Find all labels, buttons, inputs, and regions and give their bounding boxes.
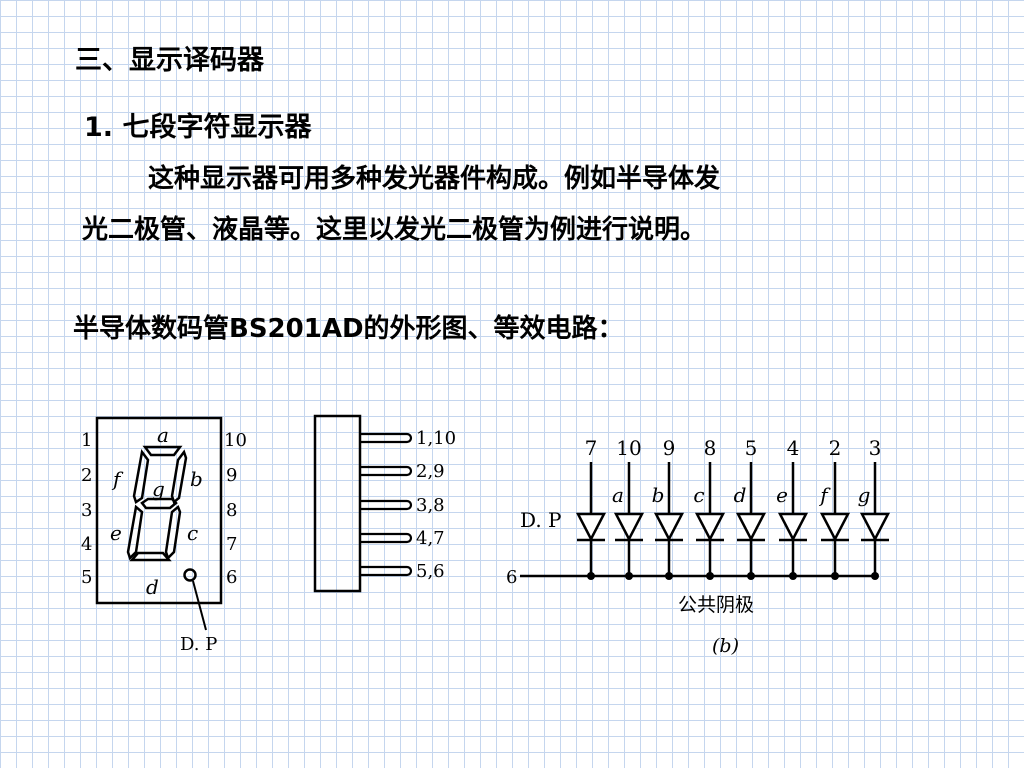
right-pin-6: 6	[226, 567, 237, 588]
side-pin-3	[360, 499, 413, 511]
circuit-dp-label: D. P	[520, 508, 562, 532]
circuit-pin-number: 3	[869, 436, 882, 460]
segment-label-b: b	[190, 467, 203, 491]
description-line-2: 光二极管、液晶等。这里以发光二极管为例进行说明。	[82, 215, 707, 245]
segment-label-e: e	[110, 521, 122, 545]
diode-triangle	[777, 512, 809, 542]
circuit-segment-label: e	[776, 483, 788, 507]
segment-b-shape	[170, 449, 188, 505]
subsection-title: 1. 七段字符显示器	[84, 112, 312, 143]
decimal-point-dot	[183, 568, 197, 582]
diode-triangle	[613, 512, 645, 542]
right-pin-10: 10	[224, 430, 247, 451]
side-view: 1,10 2,9 3,8 4,7 5,6	[313, 414, 456, 593]
segment-label-d: d	[146, 575, 159, 599]
side-pin-label-1: 1,10	[416, 428, 456, 449]
segment-g-shape	[140, 497, 178, 510]
side-pin-1	[360, 432, 413, 444]
left-pin-1: 1	[81, 430, 92, 451]
circuit-pin-number: 4	[787, 436, 800, 460]
side-pin-label-3: 3,8	[416, 495, 445, 516]
circuit-segment-label: a	[612, 483, 624, 507]
side-pin-label-2: 2,9	[416, 461, 445, 482]
right-pin-7: 7	[226, 534, 237, 555]
circuit-caption: (b)	[712, 635, 739, 657]
diode-triangle	[819, 512, 851, 542]
left-pin-4: 4	[81, 534, 92, 555]
side-pin-2	[360, 465, 413, 477]
side-pin-4	[360, 532, 413, 544]
diode-triangle	[735, 512, 767, 542]
segment-a-shape	[142, 445, 183, 457]
left-pin-3: 3	[81, 500, 92, 521]
figure-caption: 半导体数码管BS201AD的外形图、等效电路：	[73, 314, 624, 344]
segment-e-shape	[126, 504, 144, 561]
side-pin-label-5: 5,6	[416, 561, 445, 582]
diode-triangle	[694, 512, 726, 542]
common-pin-number: 6	[506, 567, 517, 588]
display-body	[95, 416, 223, 605]
diode-triangle	[653, 512, 685, 542]
right-pin-8: 8	[226, 500, 237, 521]
section-title: 三、显示译码器	[75, 45, 264, 76]
diode-triangle	[859, 512, 891, 542]
left-pin-5: 5	[81, 567, 92, 588]
circuit-segment-label: f	[818, 483, 831, 507]
segment-d-shape	[129, 551, 172, 562]
side-view-body	[313, 414, 362, 593]
circuit-segment-label: g	[858, 483, 871, 507]
circuit-segment-label: c	[693, 483, 704, 507]
circuit-pin-number: 7	[585, 436, 598, 460]
diode-triangle	[575, 512, 607, 542]
common-cathode-label: 公共阴极	[678, 594, 754, 616]
circuit-pin-number: 5	[745, 436, 758, 460]
circuit-pin-number: 9	[663, 436, 676, 460]
seven-segment-display: a b c d e f g 1 2 3 4 5 10 9 8 7 6 D. P	[81, 416, 247, 655]
segment-label-a: a	[157, 423, 169, 447]
dp-leader-line	[192, 580, 207, 631]
circuit-pin-number: 8	[704, 436, 717, 460]
segment-label-c: c	[187, 521, 198, 545]
dp-label: D. P	[180, 634, 217, 655]
segment-c-shape	[164, 504, 182, 561]
description-line-1: 这种显示器可用多种发光器件构成。例如半导体发	[148, 164, 721, 194]
segment-f-shape	[132, 448, 150, 504]
equivalent-circuit: 6 D. P 公共阴极 (b)	[506, 462, 891, 657]
side-pin-5	[360, 565, 413, 577]
left-pin-2: 2	[81, 465, 92, 486]
segment-label-f: f	[111, 467, 124, 491]
circuit-pin-number: 2	[829, 436, 842, 460]
circuit-segment-label: d	[734, 483, 747, 507]
right-pin-9: 9	[226, 465, 237, 486]
segment-label-g: g	[152, 477, 165, 501]
side-pin-label-4: 4,7	[416, 528, 445, 549]
circuit-pin-number: 10	[616, 436, 641, 460]
circuit-segment-label: b	[652, 483, 665, 507]
